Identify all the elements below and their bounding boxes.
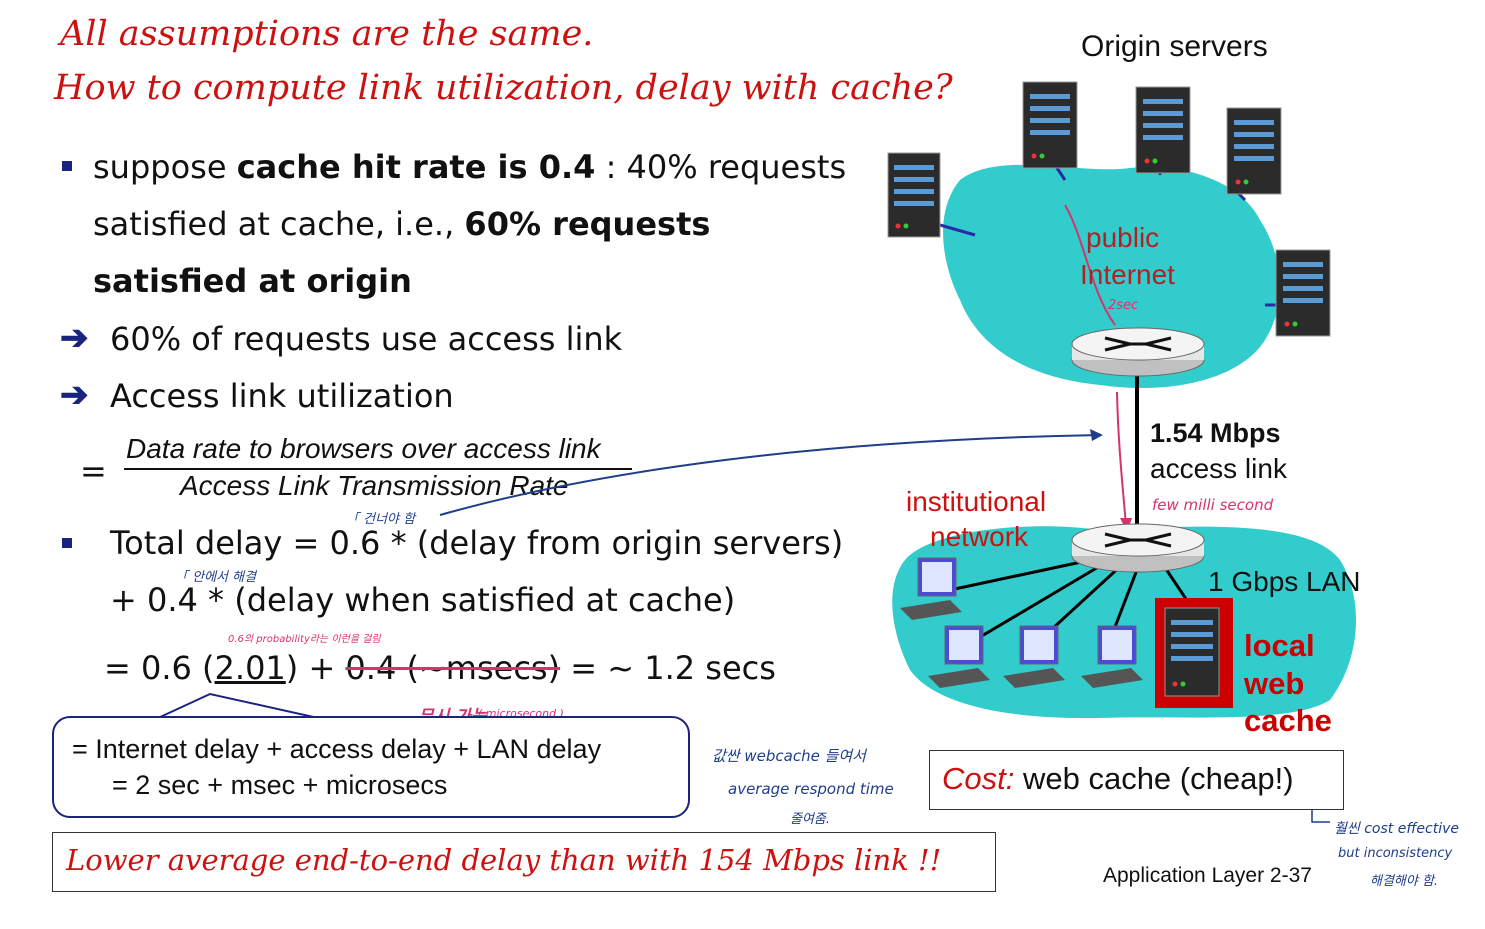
router-icon <box>1071 327 1205 377</box>
conclusion-box <box>52 832 996 892</box>
server-icon <box>887 152 941 238</box>
annotation-must-cross: 「 건너야 함 <box>346 512 416 527</box>
arrow-item-access-link: 60% of requests use access link <box>110 320 623 358</box>
computer-icon <box>900 557 962 620</box>
fraction-denominator: Access Link Transmission Rate <box>180 470 569 501</box>
slide-footer: Application Layer 2-37 <box>1103 864 1312 887</box>
annotation-note-2: average respond time <box>728 780 894 798</box>
server-icon <box>1275 249 1331 337</box>
local-cache-label-1: local <box>1244 628 1315 663</box>
cache-server-icon <box>1155 598 1233 708</box>
institutional-network-label: institutional <box>906 486 1047 517</box>
total-delay-line2: + 0.4 * (delay when satisfied at cache) <box>110 581 736 619</box>
callout-pointer <box>157 692 319 719</box>
bullet-marker <box>62 161 72 171</box>
annotation-red-curve <box>1064 204 1116 326</box>
computer-icon <box>1003 625 1065 688</box>
local-cache-label-2: web <box>1244 666 1305 701</box>
equals-sign: = <box>80 452 107 490</box>
public-internet-label-2: Internet <box>1080 259 1175 290</box>
annotation-note-1: 값싼 webcache 들여서 <box>712 747 866 765</box>
arrow-bullet-icon: ➔ <box>60 319 89 357</box>
annotation-right-1: 훨씬 cost effective <box>1334 821 1460 837</box>
annotation-arrow-head <box>1090 429 1103 441</box>
annotation-arrow-curve <box>439 434 1101 516</box>
annotation-access-delay: few milli second <box>1152 496 1274 514</box>
annotation-probability: 0.6의 probability라는 이런을 걸림 <box>228 634 381 645</box>
slide-title-line2: How to compute link utilization, delay w… <box>54 68 953 108</box>
origin-servers-label: Origin servers <box>1081 30 1268 63</box>
institutional-network-cloud <box>892 526 1357 719</box>
total-delay-line3: = 0.6 (2.01) + 0.4 (~msecs) = ~ 1.2 secs <box>104 649 776 687</box>
institutional-network-label-2: network <box>930 521 1029 552</box>
cost-text: Cost: web cache (cheap!) <box>942 761 1294 796</box>
annotation-right-3: 해결해야 함. <box>1370 874 1439 889</box>
fraction-bar <box>124 468 632 470</box>
annotation-red-arrow <box>1116 391 1127 526</box>
access-link-speed: 1.54 Mbps <box>1150 418 1281 448</box>
server-icon <box>1022 81 1078 169</box>
access-link-label: access link <box>1150 453 1287 484</box>
local-cache-label-3: cache <box>1244 703 1332 738</box>
fraction-numerator: Data rate to browsers over access link <box>126 433 601 464</box>
bullet-marker <box>62 538 72 548</box>
delay-breakdown-line1: = Internet delay + access delay + LAN de… <box>72 734 602 764</box>
lan-speed-label: 1 Gbps LAN <box>1208 566 1361 597</box>
arrow-bullet-icon: ➔ <box>60 376 89 414</box>
cost-box <box>929 750 1344 810</box>
annotation-right-2: but inconsistency <box>1338 846 1453 861</box>
computer-icon <box>928 625 990 688</box>
delay-breakdown-box <box>52 716 690 818</box>
conclusion-text: Lower average end-to-end delay than with… <box>66 843 942 877</box>
total-delay-line1: Total delay = 0.6 * (delay from origin s… <box>110 524 844 562</box>
bullet-cache-hit-line2: satisfied at cache, i.e., 60% requests <box>93 205 711 243</box>
server-icon <box>1226 107 1282 195</box>
annotation-solved-inside: 「 안에서 해결 <box>175 570 257 585</box>
bullet-cache-hit-line3: satisfied at origin <box>93 262 412 300</box>
delay-breakdown-line2: = 2 sec + msec + microsecs <box>112 770 448 800</box>
bullet-cache-hit: suppose cache hit rate is 0.4 : 40% requ… <box>93 148 847 186</box>
slide-title-line1: All assumptions are the same. <box>60 14 594 54</box>
annotation-internet-delay: 2sec <box>1108 298 1139 313</box>
arrow-item-utilization: Access link utilization <box>110 377 454 415</box>
annotation-note-3: 줄여줌. <box>790 812 831 827</box>
public-internet-label: public <box>1086 222 1160 253</box>
public-internet-cloud <box>943 164 1280 388</box>
computer-icon <box>1081 625 1143 688</box>
router-icon <box>1071 523 1205 573</box>
server-icon <box>1135 86 1191 174</box>
